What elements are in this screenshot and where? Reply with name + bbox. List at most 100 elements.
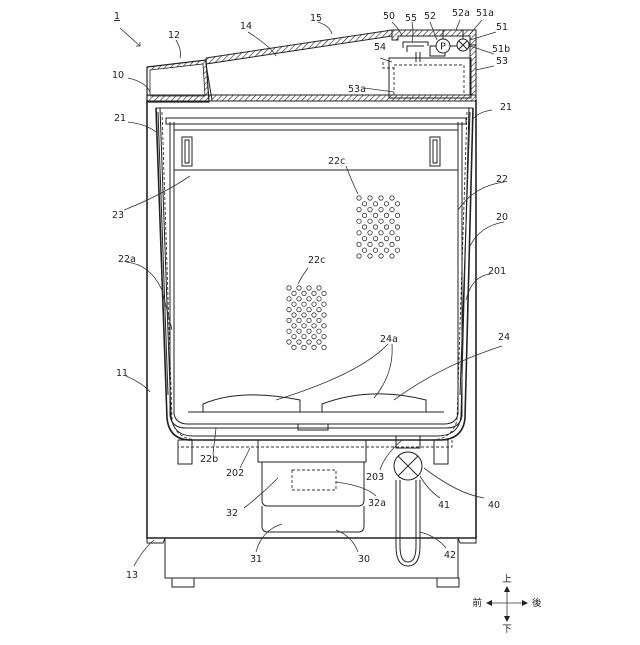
drive-unit bbox=[178, 440, 452, 532]
label-51b: 51b bbox=[492, 44, 510, 55]
drum-hole bbox=[297, 329, 301, 333]
direction-front: 前 bbox=[472, 597, 482, 609]
drum-hole bbox=[297, 318, 301, 322]
drum-hole bbox=[357, 196, 361, 200]
label-22a: 22a bbox=[118, 254, 136, 265]
label-54: 54 bbox=[374, 42, 386, 53]
drum-hole bbox=[322, 313, 326, 317]
label-21-left: 21 bbox=[114, 113, 126, 124]
drum-hole bbox=[302, 345, 306, 349]
drum-hole bbox=[357, 219, 361, 223]
label-22b: 22b bbox=[200, 454, 218, 465]
drum-hole bbox=[322, 302, 326, 306]
drum-hole bbox=[322, 345, 326, 349]
drum-hole bbox=[373, 236, 377, 240]
drum-hole bbox=[312, 324, 316, 328]
drum-hole bbox=[302, 334, 306, 338]
drum-hole bbox=[390, 207, 394, 211]
drum-hole bbox=[390, 254, 394, 258]
top-frame bbox=[147, 30, 476, 102]
label-24: 24 bbox=[498, 332, 510, 343]
drum-hole bbox=[287, 286, 291, 290]
label-41: 41 bbox=[438, 500, 450, 511]
label-32a: 32a bbox=[368, 498, 386, 509]
drum-hole bbox=[292, 345, 296, 349]
drum-hole bbox=[362, 225, 366, 229]
label-24a: 24a bbox=[380, 334, 398, 345]
label-21-right: 21 bbox=[500, 102, 512, 113]
label-53a: 53a bbox=[348, 84, 366, 95]
drum-hole bbox=[322, 334, 326, 338]
drum-hole bbox=[368, 219, 372, 223]
direction-key: 上 下 前 後 bbox=[472, 574, 542, 635]
label-11: 11 bbox=[116, 368, 128, 379]
drum-hole bbox=[287, 297, 291, 301]
drum-hole bbox=[287, 340, 291, 344]
label-51a: 51a bbox=[476, 8, 494, 19]
drum-hole bbox=[390, 231, 394, 235]
label-20: 20 bbox=[496, 212, 508, 223]
drum-hole bbox=[292, 291, 296, 295]
drum-hole bbox=[379, 254, 383, 258]
drum-hole bbox=[357, 254, 361, 258]
label-201: 201 bbox=[488, 266, 506, 277]
label-22c-upper: 22c bbox=[328, 156, 345, 167]
drum-hole bbox=[373, 202, 377, 206]
label-53: 53 bbox=[496, 56, 508, 67]
drum-hole bbox=[292, 334, 296, 338]
label-22c-lower: 22c bbox=[308, 255, 325, 266]
drum-hole bbox=[379, 219, 383, 223]
drum-hole bbox=[362, 202, 366, 206]
drum-holes-lower bbox=[287, 286, 326, 350]
label-202: 202 bbox=[226, 468, 244, 479]
label-52a: 52a bbox=[452, 8, 470, 19]
label-1: 1 bbox=[114, 11, 120, 22]
outer-tub bbox=[156, 108, 473, 464]
inner-drum bbox=[166, 118, 466, 428]
label-30: 30 bbox=[358, 554, 370, 565]
drum-hole bbox=[307, 286, 311, 290]
label-15: 15 bbox=[310, 13, 322, 24]
drum-hole bbox=[287, 318, 291, 322]
drum-hole bbox=[368, 254, 372, 258]
drum-hole bbox=[390, 196, 394, 200]
drum-hole bbox=[357, 207, 361, 211]
drum-hole bbox=[362, 248, 366, 252]
drum-hole bbox=[384, 248, 388, 252]
direction-up: 上 bbox=[502, 574, 512, 585]
label-50: 50 bbox=[383, 11, 395, 22]
drum-hole bbox=[317, 297, 321, 301]
drum-hole bbox=[368, 242, 372, 246]
drum-hole bbox=[307, 297, 311, 301]
drum-hole bbox=[395, 225, 399, 229]
pump-symbol: P bbox=[440, 42, 446, 53]
drum-hole bbox=[307, 340, 311, 344]
drum-hole bbox=[287, 329, 291, 333]
drum-hole bbox=[390, 219, 394, 223]
label-42: 42 bbox=[444, 550, 456, 561]
drum-hole bbox=[317, 340, 321, 344]
label-52: 52 bbox=[424, 11, 436, 22]
label-12: 12 bbox=[168, 30, 180, 41]
drum-hole bbox=[297, 307, 301, 311]
drum-hole bbox=[317, 286, 321, 290]
drum-hole bbox=[297, 286, 301, 290]
drum-hole bbox=[312, 334, 316, 338]
drum-hole bbox=[384, 202, 388, 206]
drum-hole bbox=[302, 313, 306, 317]
drum-hole bbox=[368, 196, 372, 200]
drum-hole bbox=[287, 307, 291, 311]
drum-hole bbox=[297, 297, 301, 301]
drum-hole bbox=[317, 329, 321, 333]
drum-hole bbox=[379, 231, 383, 235]
label-23: 23 bbox=[112, 210, 124, 221]
drum-hole bbox=[312, 291, 316, 295]
drum-hole bbox=[384, 225, 388, 229]
drum-hole bbox=[292, 302, 296, 306]
drum-hole bbox=[379, 196, 383, 200]
drum-hole bbox=[373, 225, 377, 229]
label-40: 40 bbox=[488, 500, 500, 511]
label-22: 22 bbox=[496, 174, 508, 185]
drum-hole bbox=[302, 302, 306, 306]
pulsator bbox=[188, 394, 444, 430]
